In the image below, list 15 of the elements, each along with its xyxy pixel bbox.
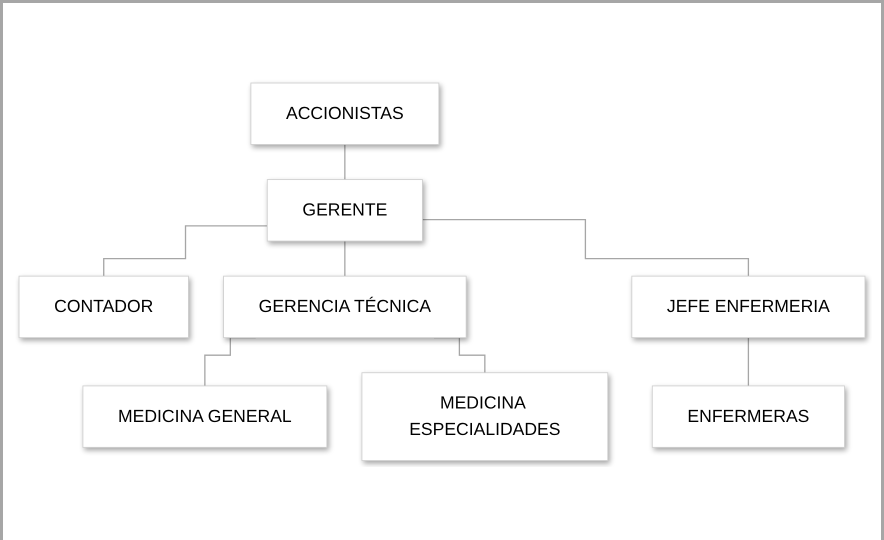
connector bbox=[204, 336, 256, 386]
node-box: ACCIONISTAS bbox=[250, 82, 440, 145]
connector bbox=[344, 144, 346, 180]
connector bbox=[434, 336, 486, 374]
connector bbox=[748, 336, 750, 386]
connector bbox=[344, 240, 346, 277]
connector bbox=[103, 224, 268, 277]
node-box: MEDICINA GENERAL bbox=[82, 385, 328, 448]
node-box: ENFERMERAS bbox=[652, 385, 845, 448]
node-box: GERENTE bbox=[266, 178, 423, 242]
node-box: CONTADOR bbox=[18, 275, 189, 338]
node-box: JEFE ENFERMERIA bbox=[631, 275, 866, 338]
connector bbox=[422, 218, 750, 277]
node-box: MEDICINA ESPECIALIDADES bbox=[362, 372, 608, 461]
node-box: GERENCIA TÉCNICA bbox=[223, 275, 467, 338]
